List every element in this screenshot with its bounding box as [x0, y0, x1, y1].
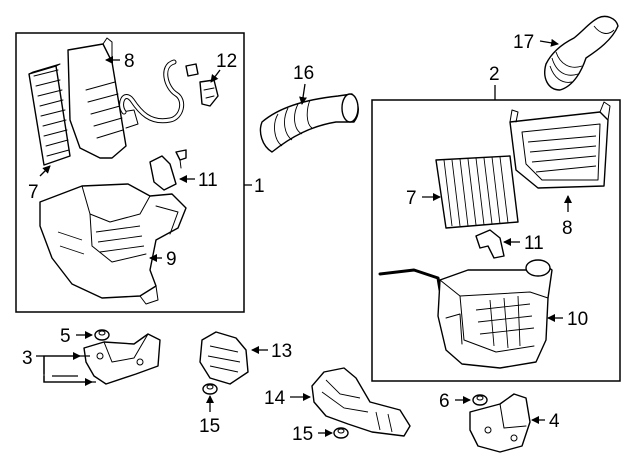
grommet-6	[472, 394, 488, 406]
leader-16	[299, 83, 307, 105]
air-cleaner-case-10	[378, 259, 553, 369]
leader-7-left	[39, 165, 51, 177]
air-filter-element-right	[435, 155, 519, 229]
leader-17	[539, 38, 559, 47]
callout-12: 12	[216, 51, 237, 72]
air-cleaner-cap-right	[509, 101, 611, 189]
air-cleaner-cap-left	[67, 37, 139, 159]
callout-8-left: 8	[124, 51, 135, 72]
callout-15-left: 15	[199, 416, 220, 437]
callout-8-right: 8	[562, 218, 573, 239]
callout-10: 10	[567, 309, 588, 330]
bracket-right	[475, 229, 505, 259]
intake-duct-17	[544, 15, 619, 91]
bracket-13	[199, 331, 249, 385]
callout-17: 17	[513, 32, 534, 53]
callout-7-left: 7	[28, 182, 39, 203]
assembly-2-frame	[371, 99, 621, 382]
intake-duct-16	[259, 93, 359, 153]
callout-5: 5	[60, 326, 71, 347]
callout-11-right: 11	[524, 233, 544, 254]
bracket-3	[83, 333, 161, 385]
assembly-1-frame	[15, 32, 245, 313]
grommet-15-right	[333, 427, 349, 439]
bracket-4	[469, 393, 531, 453]
callout-13: 13	[271, 341, 292, 362]
grommet-15-left	[202, 383, 218, 395]
air-cleaner-case	[39, 183, 187, 305]
leader-12	[210, 69, 221, 83]
air-filter-element-left	[28, 63, 71, 166]
callout-3: 3	[22, 348, 33, 369]
callout-14: 14	[264, 388, 286, 409]
callout-4: 4	[549, 411, 560, 432]
callout-16: 16	[293, 63, 314, 84]
leader-3-lower	[43, 374, 93, 386]
callout-2: 2	[489, 64, 500, 85]
callout-15-right: 15	[292, 424, 313, 445]
callout-7-right: 7	[406, 188, 417, 209]
callout-11-left: 11	[198, 170, 218, 191]
callout-6: 6	[439, 391, 450, 412]
callout-9: 9	[166, 249, 177, 270]
callout-1: 1	[254, 176, 265, 197]
duct-14	[311, 367, 411, 437]
bracket-left	[149, 149, 187, 191]
vacuum-hose-and-sensor	[119, 59, 219, 124]
grommet-5	[94, 329, 110, 341]
